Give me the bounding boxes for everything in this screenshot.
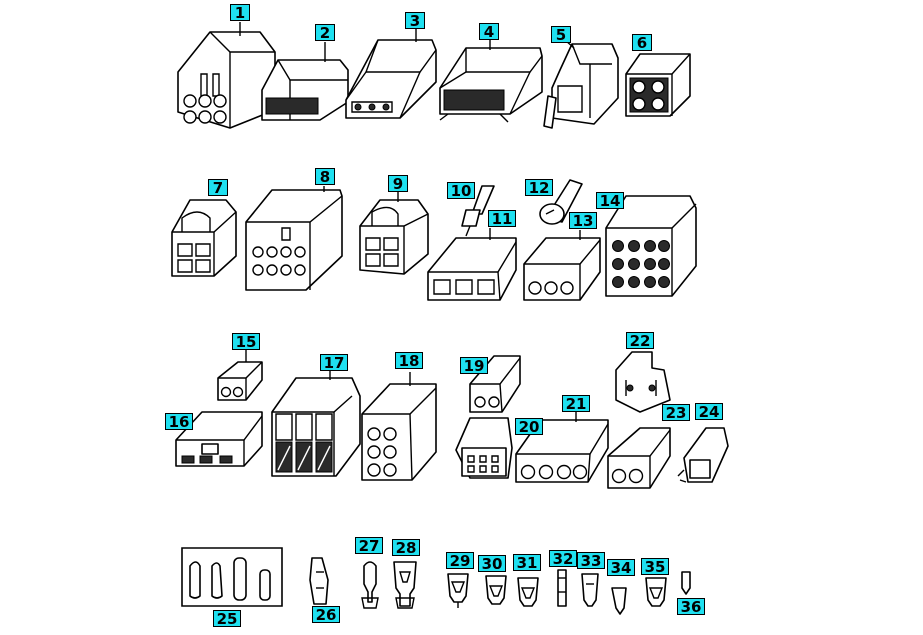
part-26-terminal-crimp [310, 558, 328, 604]
callout-19: 19 [460, 357, 488, 375]
part-4-connector-housing [440, 48, 542, 122]
part-14-connector-housing [606, 196, 696, 296]
part-5-connector-housing [544, 44, 618, 128]
part-34-terminal-crimp [612, 588, 626, 614]
callout-30: 30 [478, 555, 506, 573]
part-22-connector-housing [616, 352, 670, 412]
part-20-connector-housing [456, 418, 512, 478]
callout-21: 21 [562, 395, 590, 413]
callout-22: 22 [626, 332, 654, 350]
callout-32: 32 [549, 550, 577, 568]
callout-7: 7 [208, 179, 228, 197]
part-16-connector-housing [176, 412, 262, 466]
callout-27: 27 [355, 537, 383, 555]
callout-6: 6 [632, 34, 652, 52]
part-24-connector-housing [678, 428, 728, 482]
part-11-connector-housing [428, 238, 516, 300]
callout-13: 13 [569, 212, 597, 230]
part-29-terminal-crimp [448, 574, 468, 608]
part-27-terminal-crimp [362, 562, 378, 608]
part-17-connector-housing [272, 378, 360, 476]
callout-4: 4 [479, 23, 499, 41]
callout-10: 10 [447, 182, 475, 200]
callout-1: 1 [230, 4, 250, 22]
callout-34: 34 [607, 559, 635, 577]
callout-17: 17 [320, 354, 348, 372]
callout-11: 11 [488, 210, 516, 228]
callout-29: 29 [446, 552, 474, 570]
callout-33: 33 [577, 552, 605, 570]
part-12-terminal-socket [540, 180, 582, 224]
callout-8: 8 [315, 168, 335, 186]
callout-25: 25 [213, 610, 241, 628]
callout-9: 9 [388, 175, 408, 193]
callout-31: 31 [513, 554, 541, 572]
part-2-connector-housing [262, 60, 348, 120]
part-1-connector-housing [178, 32, 275, 128]
part-36-terminal-pin [682, 572, 690, 594]
callout-12: 12 [525, 179, 553, 197]
callout-14: 14 [596, 192, 624, 210]
part-28-terminal-crimp [394, 562, 416, 608]
callout-36: 36 [677, 598, 705, 616]
part-31-terminal-crimp [518, 578, 538, 606]
part-15-connector-housing [218, 362, 262, 400]
part-13-connector-housing [524, 238, 600, 300]
callout-24: 24 [695, 403, 723, 421]
part-25-seal-assortment [182, 548, 282, 606]
callout-20: 20 [515, 418, 543, 436]
part-9-connector-housing [360, 200, 428, 274]
part-23-connector-housing [608, 428, 670, 488]
callout-35: 35 [641, 558, 669, 576]
callout-28: 28 [392, 539, 420, 557]
part-32-terminal-pin [558, 570, 566, 606]
part-21-connector-housing [516, 420, 608, 482]
callout-23: 23 [662, 404, 690, 422]
part-10-terminal-pin [462, 186, 494, 236]
part-6-connector-housing [626, 54, 690, 116]
part-8-connector-housing [246, 190, 342, 290]
callout-2: 2 [315, 24, 335, 42]
part-33-terminal-crimp [582, 574, 598, 606]
part-7-connector-housing [172, 200, 236, 276]
callout-5: 5 [551, 26, 571, 44]
callout-16: 16 [165, 413, 193, 431]
part-35-terminal-crimp [646, 578, 666, 606]
callout-18: 18 [395, 352, 423, 370]
callout-26: 26 [312, 606, 340, 624]
part-18-connector-housing [362, 384, 436, 480]
part-30-terminal-crimp [486, 576, 506, 604]
part-3-connector-housing [346, 40, 436, 118]
callout-3: 3 [405, 12, 425, 30]
callout-15: 15 [232, 333, 260, 351]
